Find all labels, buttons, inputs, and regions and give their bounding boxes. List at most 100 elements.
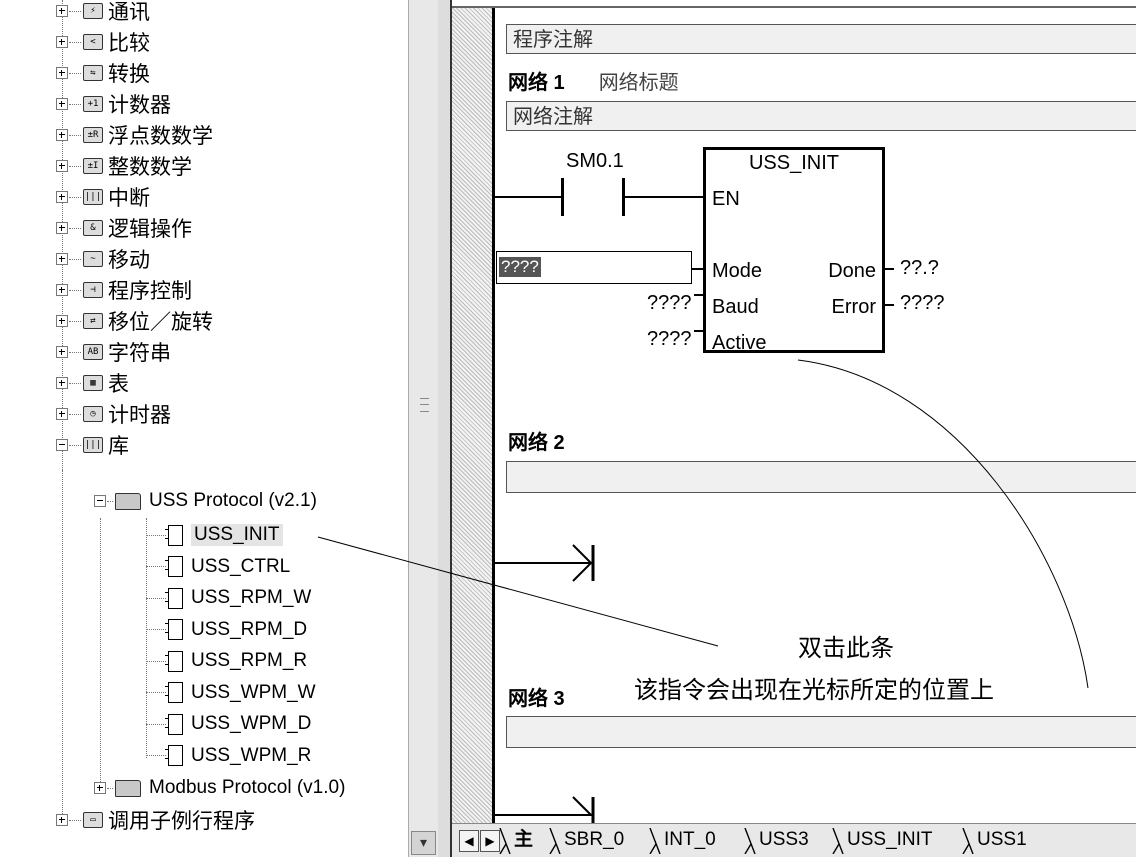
uss-protocol-folder[interactable]: USS Protocol (v2.1) [94, 486, 317, 516]
network-3-comment-box[interactable] [506, 716, 1136, 748]
uss-instruction-uss-wpm-w[interactable]: USS_WPM_W [146, 678, 316, 708]
tree-connector [146, 597, 166, 599]
done-operand[interactable]: ??.? [900, 257, 939, 279]
tree-connector [69, 320, 81, 322]
annotation-line-1: 双击此条 [798, 634, 894, 662]
tree-connector [107, 500, 113, 502]
network-2-empty-rung[interactable] [495, 540, 605, 586]
tree-category-label: 调用子例行程序 [108, 809, 255, 833]
tree-category-10[interactable]: ⊣程序控制 [56, 275, 192, 305]
expand-icon[interactable] [94, 782, 106, 794]
mode-wire [692, 268, 703, 270]
expand-icon[interactable] [56, 284, 68, 296]
instruction-icon [165, 587, 183, 609]
baud-wire [694, 294, 703, 296]
uss-instruction-uss-init[interactable]: USS_INIT [146, 520, 283, 550]
program-comment-box[interactable]: 程序注解 [506, 24, 1136, 54]
instruction-label: USS_RPM_R [191, 650, 308, 671]
expand-icon[interactable] [56, 377, 68, 389]
tab-scroll-right-button[interactable]: ▶ [480, 830, 500, 852]
tree-category-1[interactable]: ⚡通讯 [56, 0, 150, 26]
uss-instruction-uss-ctrl[interactable]: USS_CTRL [146, 552, 290, 582]
tab-int-0[interactable]: INT_0 [664, 829, 716, 850]
tree-category-label: 表 [108, 372, 129, 396]
collapse-icon[interactable] [94, 495, 106, 507]
tree-category-11[interactable]: ⇄ 移位／旋转 [56, 306, 213, 336]
tab-sbr-0[interactable]: SBR_0 [564, 829, 625, 850]
network-1-title[interactable]: 网络标题 [598, 72, 679, 94]
scroll-down-button[interactable]: ▾ [411, 831, 436, 855]
uss-instruction-uss-rpm-w[interactable]: USS_RPM_W [146, 583, 311, 613]
uss-instruction-uss-rpm-r[interactable]: USS_RPM_R [146, 646, 307, 676]
tree-category-14[interactable]: ◷计时器 [56, 399, 171, 429]
expand-icon[interactable] [56, 408, 68, 420]
tab-uss-init[interactable]: USS_INIT [847, 829, 933, 850]
expand-icon[interactable] [56, 5, 68, 17]
instruction-icon [165, 713, 183, 735]
uss-instruction-uss-rpm-d[interactable]: USS_RPM_D [146, 615, 307, 645]
mode-operand-input[interactable]: ???? [496, 251, 692, 284]
tree-category-8[interactable]: &逻辑操作 [56, 213, 192, 243]
expand-icon[interactable] [56, 191, 68, 203]
expand-icon[interactable] [56, 253, 68, 265]
tree-connector [69, 819, 81, 821]
tree-category-15[interactable]: |||库 [56, 430, 129, 460]
uss-init-function-block[interactable]: USS_INIT EN Mode Baud Active Done Error [703, 147, 885, 354]
tree-connector [69, 41, 81, 43]
expand-icon[interactable] [56, 814, 68, 826]
power-rail [492, 8, 495, 823]
tree-category-3[interactable]: ⇋转换 [56, 58, 150, 88]
tree-category-13[interactable]: ▦表 [56, 368, 129, 398]
tree-connector [146, 629, 166, 630]
pane-splitter[interactable] [438, 0, 452, 857]
tree-category-7[interactable]: |||中断 [56, 182, 150, 212]
contact-address[interactable]: SM0.1 [566, 150, 624, 172]
tab-主[interactable]: 主 [514, 829, 534, 850]
tree-category-label: 移位／旋转 [108, 310, 213, 334]
pin-mode: Mode [712, 260, 763, 282]
network-2-header[interactable]: 网络 2 [508, 426, 565, 455]
tree-category-label: 程序控制 [108, 279, 192, 303]
pou-tab-bar: ◀ ▶ 主 SBR_0 INT_0 USS3 USS_INIT USS1 [452, 823, 1136, 857]
expand-icon[interactable] [56, 160, 68, 172]
scrollbar-grip[interactable] [420, 398, 429, 412]
tree-connector [146, 692, 166, 693]
mode-operand-selected[interactable]: ???? [499, 257, 541, 277]
shift-rotate-icon: ⇄ [83, 313, 103, 329]
expand-icon[interactable] [56, 67, 68, 79]
network-2-comment-box[interactable] [506, 461, 1136, 493]
uss-instruction-uss-wpm-r[interactable]: USS_WPM_R [146, 741, 311, 771]
tab-uss3[interactable]: USS3 [759, 829, 809, 850]
network-1-comment-box[interactable]: 网络注解 [506, 101, 1136, 131]
baud-operand[interactable]: ???? [647, 292, 692, 314]
modbus-protocol-folder[interactable]: Modbus Protocol (v1.0) [94, 773, 345, 803]
network-3-empty-rung[interactable] [495, 793, 605, 823]
collapse-icon[interactable] [56, 439, 68, 451]
error-operand[interactable]: ???? [900, 292, 945, 314]
expand-icon[interactable] [56, 315, 68, 327]
active-operand[interactable]: ???? [647, 328, 692, 350]
tree-category-label: 浮点数数学 [108, 124, 213, 148]
expand-icon[interactable] [56, 36, 68, 48]
tab-separator [549, 828, 561, 854]
tab-uss1[interactable]: USS1 [977, 829, 1027, 850]
tree-category-9[interactable]: ~移动 [56, 244, 150, 274]
expand-icon[interactable] [56, 98, 68, 110]
expand-icon[interactable] [56, 129, 68, 141]
tab-scroll-left-button[interactable]: ◀ [459, 830, 479, 852]
folder-label: USS Protocol (v2.1) [149, 490, 317, 511]
tree-category-subroutines[interactable]: ▭调用子例行程序 [56, 805, 255, 835]
uss-instruction-uss-wpm-d[interactable]: USS_WPM_D [146, 709, 311, 739]
expand-icon[interactable] [56, 346, 68, 358]
tree-category-2[interactable]: <比较 [56, 27, 150, 57]
instruction-icon [165, 556, 183, 577]
network-3-header[interactable]: 网络 3 [508, 682, 565, 711]
tree-scrollbar[interactable]: ▾ [408, 0, 438, 857]
expand-icon[interactable] [56, 222, 68, 234]
